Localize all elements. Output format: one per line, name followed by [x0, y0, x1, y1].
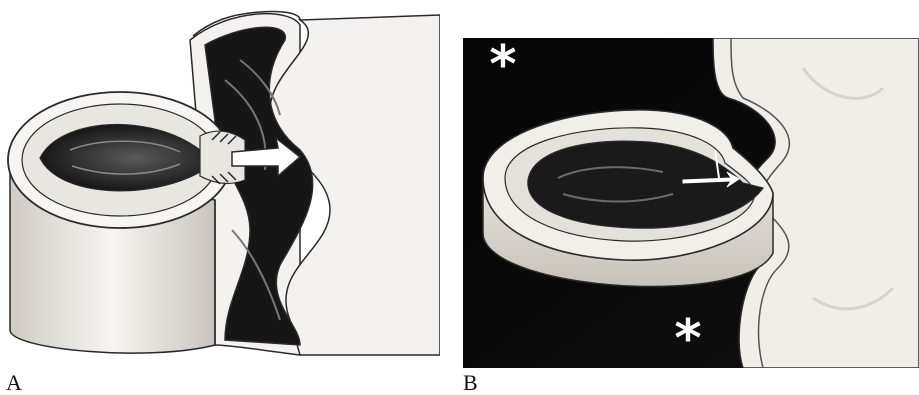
panel-b-illustration: * * [463, 38, 919, 368]
asterisk-marker-top: * [489, 38, 516, 95]
panel-label-b: B [463, 372, 478, 394]
panel-a-drawing [0, 0, 440, 368]
panel-b-drawing: * * [463, 38, 919, 368]
panel-a-illustration [0, 0, 440, 368]
panel-label-a: A [6, 372, 22, 394]
asterisk-marker-bottom: * [674, 309, 701, 368]
